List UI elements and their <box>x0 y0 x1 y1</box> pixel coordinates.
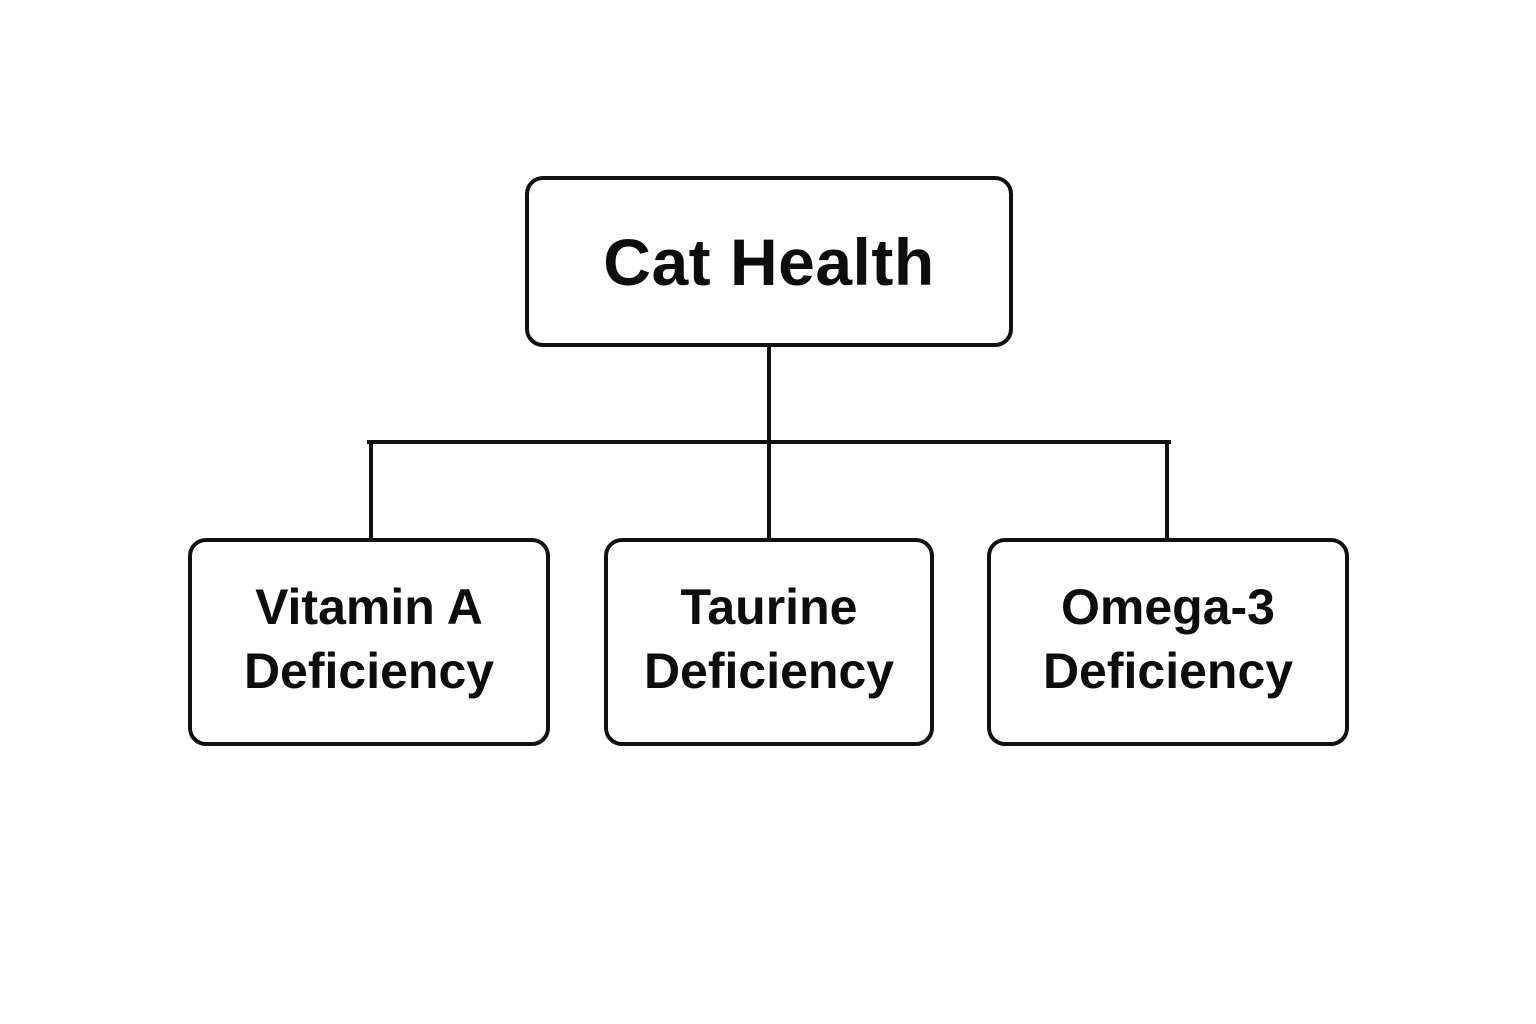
root-node-cat-health: Cat Health <box>525 176 1013 347</box>
root-node-label: Cat Health <box>603 224 935 299</box>
child-node-vitamin-a-deficiency: Vitamin A Deficiency <box>188 538 550 746</box>
child-node-label-line1: Taurine <box>680 579 858 635</box>
child-node-label-line2: Deficiency <box>643 643 895 699</box>
child-node-label-line1: Vitamin A <box>255 579 483 635</box>
child-node-omega-3-deficiency: Omega-3 Deficiency <box>987 538 1349 746</box>
child-node-label-line1: Omega-3 <box>1061 579 1275 635</box>
child-node-label-line2: Deficiency <box>243 643 495 699</box>
child-node-taurine-deficiency: Taurine Deficiency <box>604 538 934 746</box>
child-node-label-line2: Deficiency <box>1042 643 1294 699</box>
